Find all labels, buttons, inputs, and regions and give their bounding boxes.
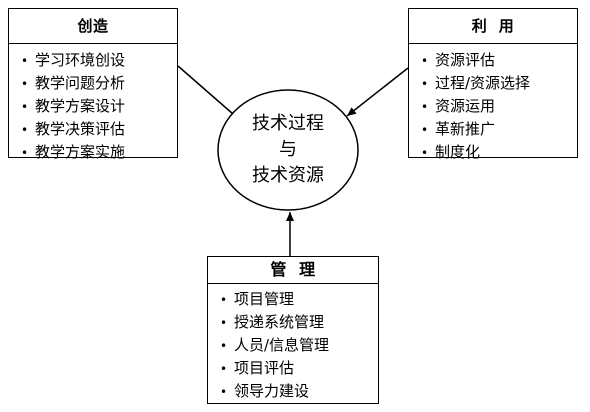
list-item: • 革新推广 [421,118,577,141]
list-item: • 学习环境创设 [21,49,177,72]
center-line-1: 技术过程 [252,113,324,134]
list-item: • 领导力建设 [220,380,378,403]
list-item-text: 资源运用 [435,97,496,115]
list-item-text: 过程/资源选择 [435,74,531,92]
list-item: • 资源评估 [421,49,577,72]
list-item: • 教学方案设计 [21,95,177,118]
list-item-text: 教学决策评估 [35,120,126,138]
list-item: • 人员/信息管理 [220,334,378,357]
bullet-icon: • [421,77,429,91]
use-box-list: • 资源评估 • 过程/资源选择 • 资源运用 • 革新推广 • 制度化 [409,44,577,164]
bullet-icon: • [421,100,429,114]
bullet-icon: • [421,123,429,137]
list-item-text: 教学方案实施 [35,143,126,161]
create-box-list: • 学习环境创设 • 教学问题分析 • 教学方案设计 • 教学决策评估 • 教学方案实施 [9,44,177,164]
bullet-icon: • [220,385,228,399]
bullet-icon: • [421,146,429,160]
center-line-2: 与 [279,139,297,160]
bullet-icon: • [220,293,228,307]
bullet-icon: • [21,54,29,68]
center-line-3: 技术资源 [252,165,324,186]
bullet-icon: • [21,146,29,160]
list-item: • 制度化 [421,141,577,164]
list-item: • 教学决策评估 [21,118,177,141]
list-item: • 教学方案实施 [21,141,177,164]
list-item-text: 人员/信息管理 [234,336,330,354]
list-item: • 教学问题分析 [21,72,177,95]
manage-box-list: • 项目管理 • 授递系统管理 • 人员/信息管理 • 项目评估 • 领导力建设 [208,284,378,403]
list-item-text: 资源评估 [435,51,496,69]
create-box-title: 创造 [9,9,177,44]
bullet-icon: • [21,123,29,137]
bullet-icon: • [421,54,429,68]
list-item: • 项目管理 [220,288,378,311]
bullet-icon: • [220,316,228,330]
create-connector-line [177,65,234,115]
list-item-text: 教学问题分析 [35,74,126,92]
bullet-icon: • [220,339,228,353]
list-item: • 授递系统管理 [220,311,378,334]
list-item: • 资源运用 [421,95,577,118]
list-item: • 项目评估 [220,357,378,380]
use-box-title: 利 用 [409,9,577,44]
list-item: • 过程/资源选择 [421,72,577,95]
create-box: 创造 • 学习环境创设 • 教学问题分析 • 教学方案设计 • 教学决策评估 • 教学方案… [8,8,178,161]
bullet-icon: • [21,77,29,91]
list-item-text: 制度化 [435,143,481,161]
use-arrow [346,67,409,117]
bullet-icon: • [21,100,29,114]
list-item-text: 革新推广 [435,120,496,138]
list-item-text: 学习环境创设 [35,51,126,69]
center-ellipse-shape [217,89,359,211]
use-box: 利 用 • 资源评估 • 过程/资源选择 • 资源运用 • 革新推广 • 制度化 [408,8,578,161]
list-item-text: 领导力建设 [234,382,310,400]
manage-box-title: 管 理 [208,257,378,284]
center-concept: 技术过程 与 技术资源 [218,90,358,210]
list-item-text: 项目评估 [234,359,295,377]
bullet-icon: • [220,362,228,376]
list-item-text: 授递系统管理 [234,313,325,331]
list-item-text: 项目管理 [234,290,295,308]
list-item-text: 教学方案设计 [35,97,126,115]
manage-box: 管 理 • 项目管理 • 授递系统管理 • 人员/信息管理 • 项目评估 • 领导力建设 [207,256,379,404]
